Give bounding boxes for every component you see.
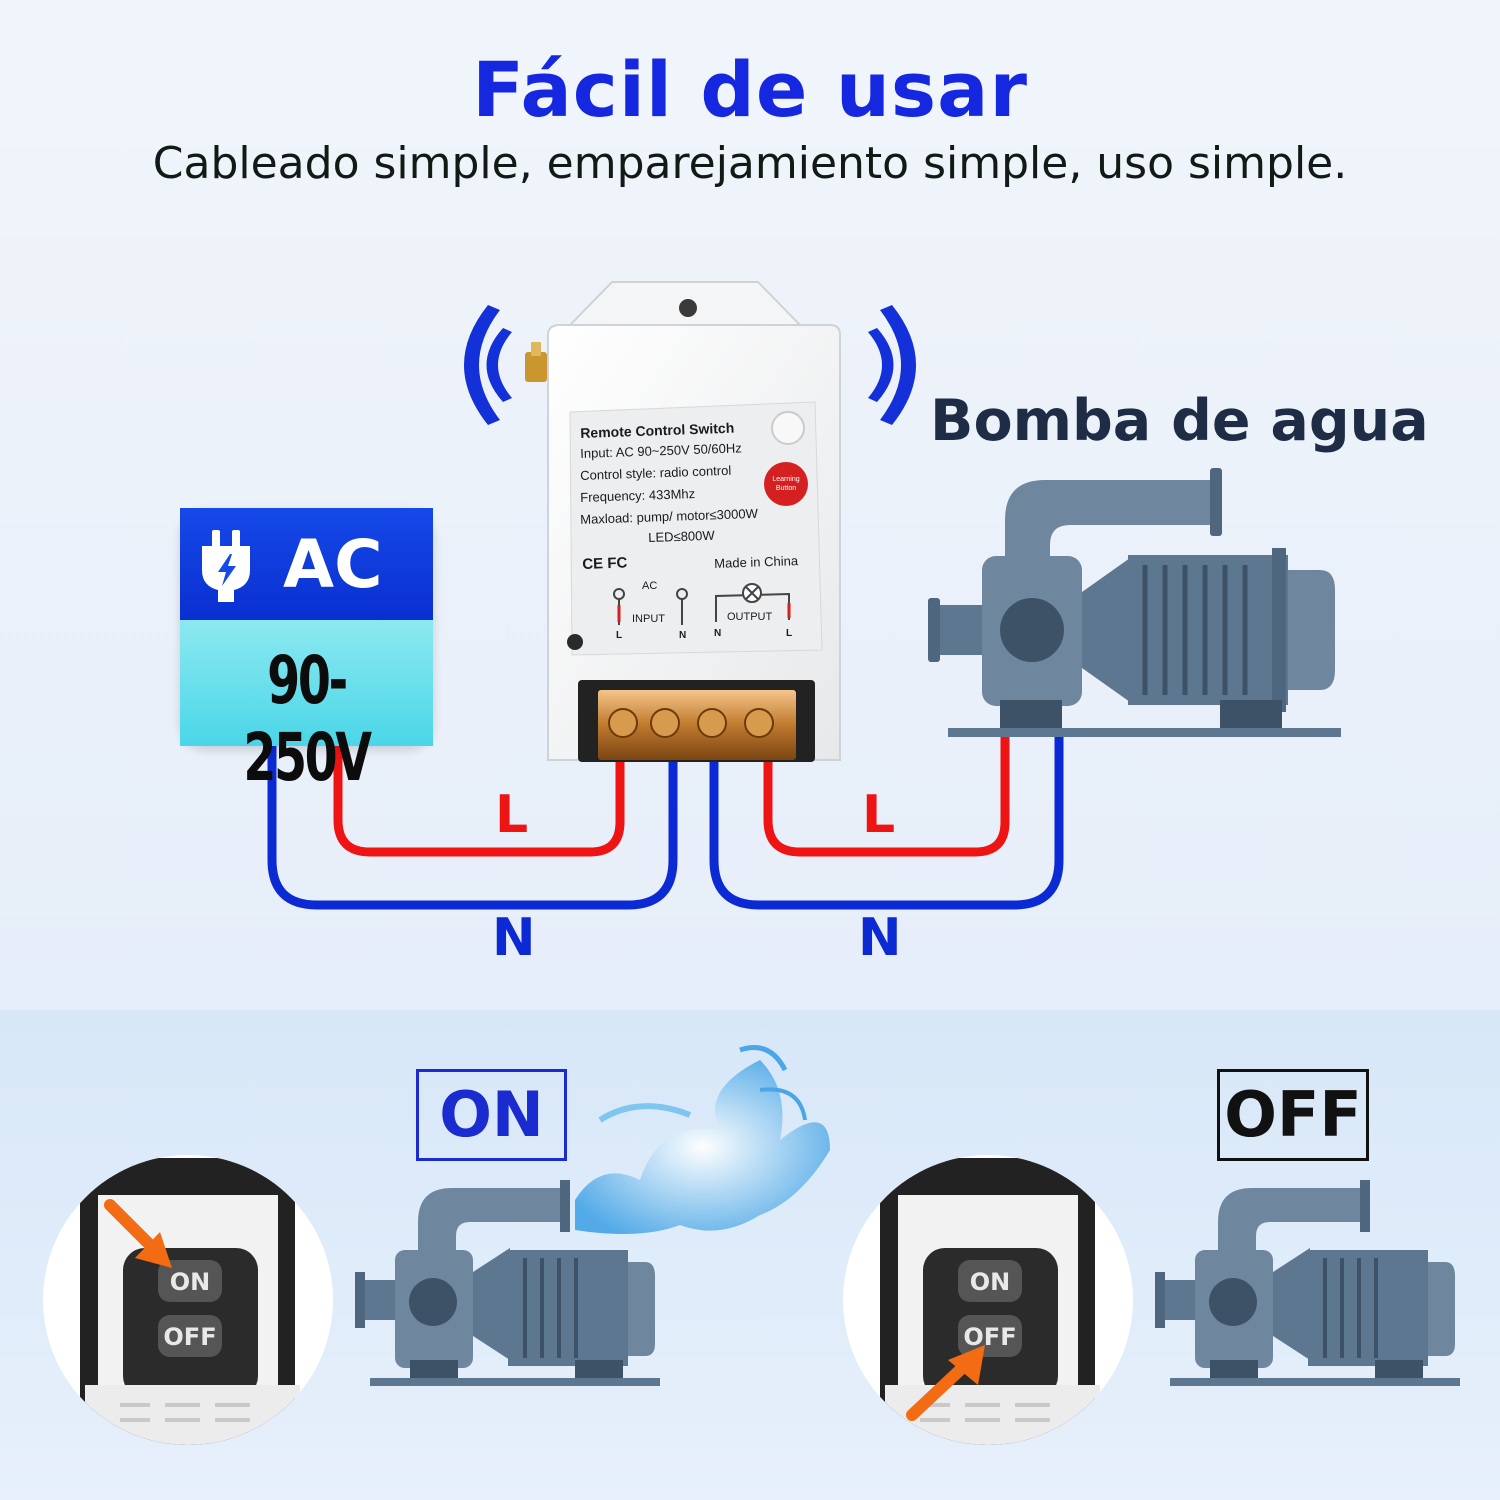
- ac-voltage-range: 90-250V: [243, 642, 372, 796]
- signal-waves-left-icon: [464, 305, 512, 425]
- left-live-wire: [333, 740, 625, 857]
- pump-label: Bomba de agua: [930, 388, 1429, 454]
- page-subtitle: Cableado simple, emparejamiento simple, …: [152, 138, 1348, 189]
- pump-stopped-icon: [1155, 1180, 1460, 1386]
- ac-card-header: AC: [180, 508, 433, 620]
- right-neutral-wire: [709, 730, 1064, 910]
- left-live-label: L: [495, 785, 529, 845]
- ac-card-footer: 90-250V: [180, 620, 433, 796]
- remote-on-illustration: [43, 1155, 333, 1445]
- remote-off-button-2[interactable]: OFF: [963, 1323, 1017, 1351]
- remote-off-illustration: [843, 1155, 1133, 1445]
- water-splash-icon: [575, 1045, 830, 1234]
- ac-power-card: AC 90-250V: [180, 508, 433, 796]
- device-ac-label: AC: [642, 580, 658, 592]
- right-live-wire: [763, 730, 1010, 857]
- device-led-load: LED≤800W: [648, 527, 715, 545]
- device-input-label: INPUT: [632, 613, 665, 625]
- left-neutral-wire: [267, 740, 678, 910]
- right-neutral-label: N: [858, 908, 902, 968]
- pump-running-icon: [355, 1180, 660, 1386]
- ac-type-label: AC: [283, 526, 383, 603]
- pointer-arrow-off-icon: [906, 1345, 985, 1421]
- terminal-label-2: N: [679, 630, 687, 641]
- plug-bolt-icon: [202, 530, 250, 602]
- terminal-label-4: L: [786, 628, 793, 639]
- learning-button-label: Learning Button: [765, 475, 807, 493]
- device-origin: Made in China: [714, 553, 799, 571]
- learning-button-line-1: Learning: [772, 476, 800, 483]
- terminal-label-3: N: [714, 628, 722, 639]
- on-state-label: ON: [416, 1069, 567, 1161]
- right-live-label: L: [862, 785, 896, 845]
- water-pump-icon: [928, 468, 1341, 737]
- device-output-label: OUTPUT: [727, 611, 773, 623]
- pointer-arrow-on-icon: [104, 1199, 172, 1268]
- off-state-label: OFF: [1217, 1069, 1369, 1161]
- certification-marks: CE FC: [582, 554, 628, 573]
- signal-waves-right-icon: [868, 305, 916, 425]
- learning-button-line-2: Button: [775, 485, 797, 492]
- remote-on-button-2[interactable]: ON: [969, 1268, 1011, 1296]
- remote-on-button[interactable]: ON: [169, 1268, 211, 1296]
- terminal-label-1: L: [616, 630, 623, 641]
- remote-off-button[interactable]: OFF: [163, 1323, 217, 1351]
- page-title: Fácil de usar: [472, 45, 1028, 134]
- left-neutral-label: N: [492, 908, 536, 968]
- remote-control-switch-device: [525, 281, 841, 762]
